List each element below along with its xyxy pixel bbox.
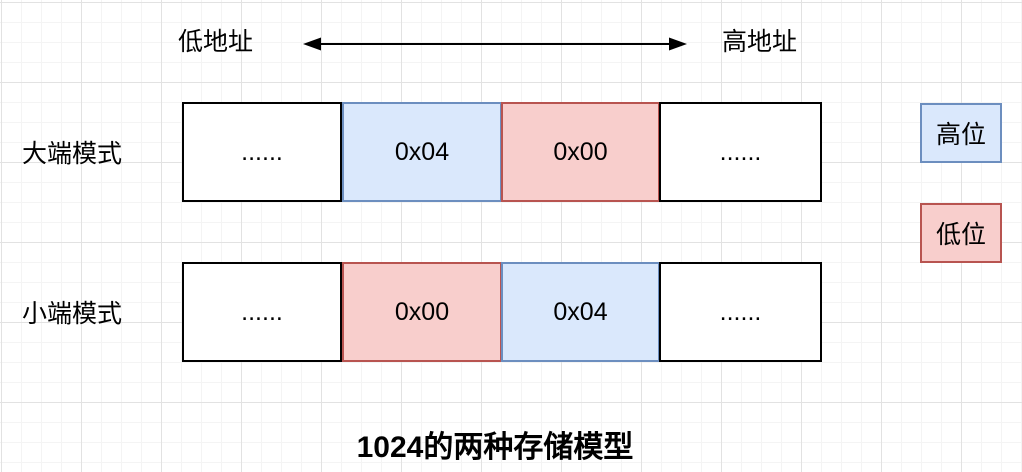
diagram-title: 1024的两种存储模型 xyxy=(356,431,634,464)
little-endian-row-label: 小端模式 xyxy=(22,300,123,328)
address-direction-arrow-icon xyxy=(303,37,687,51)
legend-high-byte: 高位 xyxy=(920,103,1002,163)
memory-cell-low-byte: 0x00 xyxy=(501,102,660,202)
memory-cell: ...... xyxy=(182,102,342,202)
memory-cell: ...... xyxy=(659,102,822,202)
memory-cell-high-byte: 0x04 xyxy=(501,262,660,362)
high-address-label: 高地址 xyxy=(722,28,798,56)
memory-cell-low-byte: 0x00 xyxy=(342,262,502,362)
memory-cell-high-byte: 0x04 xyxy=(342,102,502,202)
low-address-label: 低地址 xyxy=(178,28,254,56)
memory-cell: ...... xyxy=(659,262,822,362)
legend-low-byte: 低位 xyxy=(920,203,1002,263)
big-endian-row-label: 大端模式 xyxy=(22,140,123,168)
memory-cell: ...... xyxy=(182,262,342,362)
